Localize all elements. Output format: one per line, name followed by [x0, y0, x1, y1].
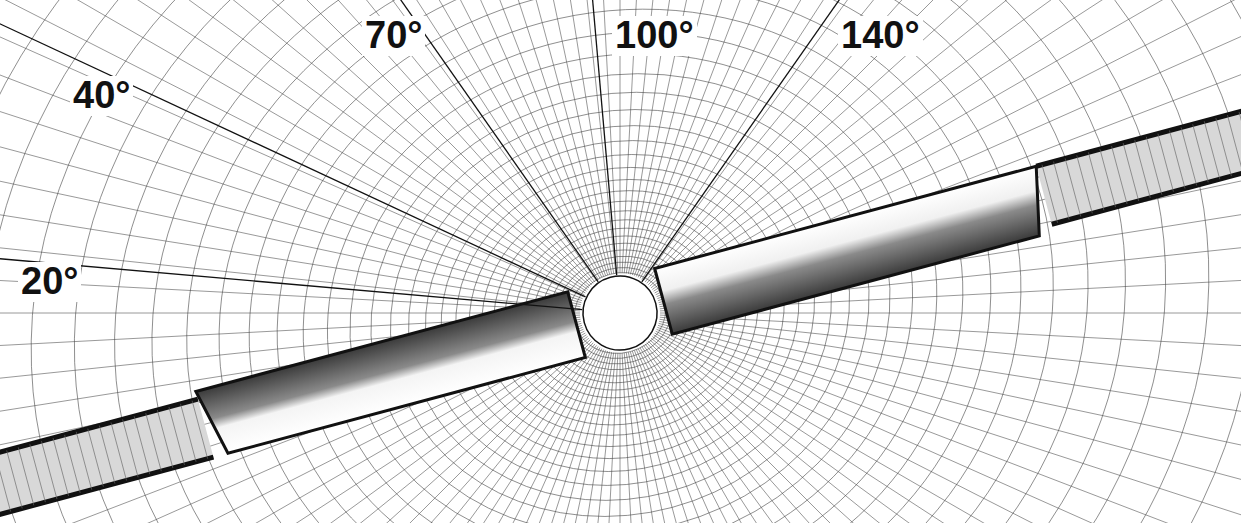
- angle-label: 20°: [18, 262, 81, 302]
- angle-label: 100°: [612, 16, 697, 56]
- angle-rays: [0, 0, 1241, 310]
- wake-band: [0, 19, 1241, 523]
- body-geometry: [0, 16, 1241, 523]
- angle-label: 140°: [838, 16, 923, 56]
- left-plate: [196, 292, 585, 457]
- angle-label: 70°: [362, 16, 425, 56]
- right-plate: [655, 166, 1054, 334]
- cylinder: [575, 268, 666, 359]
- angle-label: 40°: [70, 76, 133, 116]
